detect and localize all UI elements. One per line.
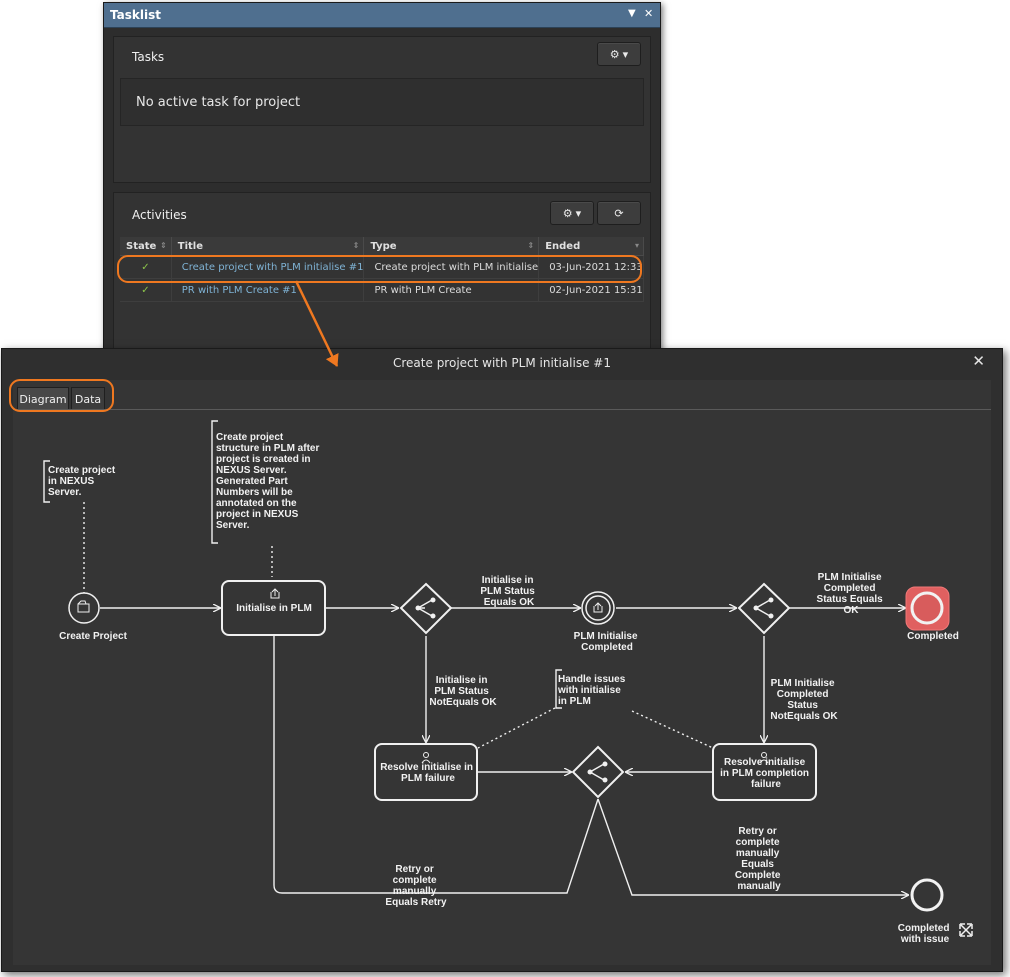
gateway-resolution[interactable] (571, 745, 625, 799)
user-task-icon (761, 752, 767, 758)
sort-icon: ⇕ (527, 241, 535, 250)
detail-body: Diagram Data (13, 380, 991, 965)
edge-label-status-ok: Initialise in PLM Status Equals OK (480, 575, 537, 608)
end-event-completed-with-issue[interactable] (910, 878, 944, 912)
gateway-init-status[interactable] (399, 582, 453, 635)
send-task-icon (270, 588, 280, 599)
activities-settings-button[interactable]: ⚙ ▾ (550, 201, 594, 225)
chevron-down-icon: ▾ (575, 206, 582, 220)
end-event-completed[interactable] (905, 586, 950, 631)
task-resolve-completion-failure[interactable] (712, 743, 817, 801)
edge-label-completed-ok: PLM Initialise Completed Status Equals O… (817, 572, 886, 616)
activity-type: PR with PLM Create (363, 278, 540, 302)
panel-menu-icon[interactable]: ▼ (628, 8, 636, 19)
label-completed-with-issue: Completed with issue (898, 923, 952, 945)
label-completed: Completed (907, 631, 959, 642)
start-event-create-project[interactable] (68, 592, 100, 624)
activity-ended: 03-Jun-2021 12:33 (538, 255, 644, 279)
gear-icon: ⚙ (609, 47, 620, 61)
table-row[interactable]: ✓ PR with PLM Create #1 PR with PLM Crea… (120, 278, 644, 302)
annotation-bracket (555, 669, 562, 709)
state-check-icon: ✓ (120, 278, 172, 302)
callout-arrow (294, 280, 339, 367)
detail-window-title: Create project with PLM initialise #1 (393, 356, 611, 370)
state-check-icon: ✓ (120, 255, 172, 279)
annotation-plm-structure: Create project structure in PLM after pr… (216, 432, 322, 531)
tasks-message-box: No active task for project (120, 78, 644, 126)
task-resolve-initialise-failure[interactable] (374, 743, 478, 801)
activity-title-link[interactable]: PR with PLM Create #1 (171, 278, 365, 302)
column-header-ended[interactable]: Ended▾ (538, 237, 644, 256)
association-line (631, 710, 714, 749)
label-plm-initialise-completed: PLM Initialise Completed (574, 631, 641, 653)
association-line (477, 707, 556, 749)
activity-type: Create project with PLM initialise (363, 255, 540, 279)
sort-icon: ⇕ (160, 241, 167, 250)
table-row[interactable]: ✓ Create project with PLM initialise #1 … (120, 255, 644, 279)
column-header-state[interactable]: State⇕ (120, 237, 172, 256)
task-initialise-in-plm[interactable] (221, 580, 326, 636)
activities-table: State⇕ Title⇕ Type⇕ Ended▾ ✓ Create proj… (120, 237, 644, 302)
sort-icon: ▾ (634, 241, 639, 250)
activity-title-link[interactable]: Create project with PLM initialise #1 (171, 255, 365, 279)
tab-divider (13, 409, 991, 410)
annotation-handle-issues: Handle issues with initialise in PLM (557, 674, 628, 707)
label-resolve-initialise-failure: Resolve initialise in PLM failure (380, 762, 476, 784)
no-task-message: No active task for project (136, 95, 301, 110)
edge-label-retry: Retry or complete manually Equals Retry (385, 864, 447, 908)
label-initialise-in-plm: Initialise in PLM (236, 603, 312, 614)
edge-label-completed-not-ok: PLM Initialise Completed Status NotEqual… (770, 678, 838, 722)
expand-icon[interactable] (959, 923, 973, 937)
tasklist-title: Tasklist (110, 8, 161, 22)
user-task-icon (423, 752, 429, 758)
annotation-bracket (43, 460, 50, 503)
sort-icon: ⇕ (352, 241, 360, 250)
activity-ended: 02-Jun-2021 15:31 (538, 278, 644, 302)
intermediate-event-plm-initialise-completed[interactable] (581, 591, 615, 625)
tasklist-titlebar: Tasklist ▼ ✕ (104, 3, 660, 28)
edge-label-status-not-ok: Initialise in PLM Status NotEquals OK (429, 675, 497, 708)
edge-label-complete-manually: Retry or complete manually Equals Comple… (735, 826, 783, 892)
close-icon[interactable]: ✕ (972, 352, 985, 370)
gateway-completed-status[interactable] (737, 582, 791, 635)
send-icon (593, 602, 603, 613)
tab-diagram[interactable]: Diagram (17, 387, 69, 411)
activities-group: Activities ⚙ ▾ ⟳ State⇕ Title⇕ Type⇕ End… (113, 192, 651, 358)
annotation-create-project: Create project in NEXUS Server. (48, 465, 118, 498)
tasklist-panel: Tasklist ▼ ✕ Tasks ⚙ ▾ No active task fo… (103, 2, 661, 358)
label-create-project: Create Project (59, 631, 127, 642)
refresh-icon: ⟳ (614, 206, 624, 220)
flow-complete-manually (597, 798, 908, 895)
label-resolve-completion-failure: Resolve initialise in PLM completion fai… (720, 757, 812, 790)
tasks-settings-button[interactable]: ⚙ ▾ (597, 42, 641, 66)
close-icon[interactable]: ✕ (644, 7, 654, 20)
annotation-bracket (211, 420, 218, 544)
tasks-label: Tasks (132, 50, 165, 64)
activity-detail-window: Create project with PLM initialise #1 ✕ … (1, 348, 1003, 972)
gear-icon: ⚙ (562, 206, 573, 220)
tasks-group: Tasks ⚙ ▾ No active task for project (113, 36, 651, 183)
chevron-down-icon: ▾ (622, 47, 629, 61)
activities-label: Activities (132, 208, 187, 222)
flow-retry (274, 612, 599, 894)
refresh-button[interactable]: ⟳ (597, 201, 641, 225)
table-header-row: State⇕ Title⇕ Type⇕ Ended▾ (120, 237, 644, 256)
